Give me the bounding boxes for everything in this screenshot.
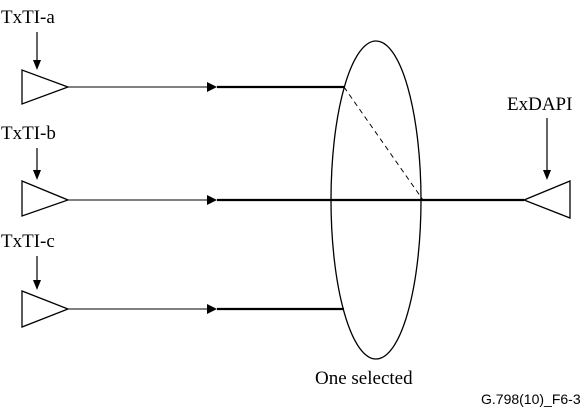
arrowhead-txti-c-icon [33,280,41,290]
selector: One selected [315,40,424,389]
label-txti-b: TxTI-b [1,123,56,144]
triangle-sink-icon [522,180,571,219]
direction-arrow-b-icon [207,195,217,205]
selector-ellipse [330,40,422,360]
triangle-source-c-icon [21,290,70,328]
direction-arrow-c-icon [207,304,217,314]
label-exdapi: ExDAPI [507,94,572,115]
direction-arrow-a-icon [207,82,217,92]
arrowhead-txti-b-icon [33,170,41,180]
label-txti-a: TxTI-a [1,7,55,28]
figure-id: G.798(10)_F6-3 [481,391,581,407]
source-a: TxTI-a [1,7,344,105]
sink-exdapi: ExDAPI [507,94,572,219]
triangle-source-a-icon [21,69,70,105]
selector-caption: One selected [315,368,413,389]
label-txti-c: TxTI-c [1,231,55,252]
selected-path-dashed [343,86,424,201]
arrowhead-txti-a-icon [33,60,41,70]
arrowhead-exdapi-icon [543,170,551,180]
source-c: TxTI-c [1,231,344,328]
triangle-source-b-icon [21,180,70,217]
source-b: TxTI-b [1,123,524,217]
